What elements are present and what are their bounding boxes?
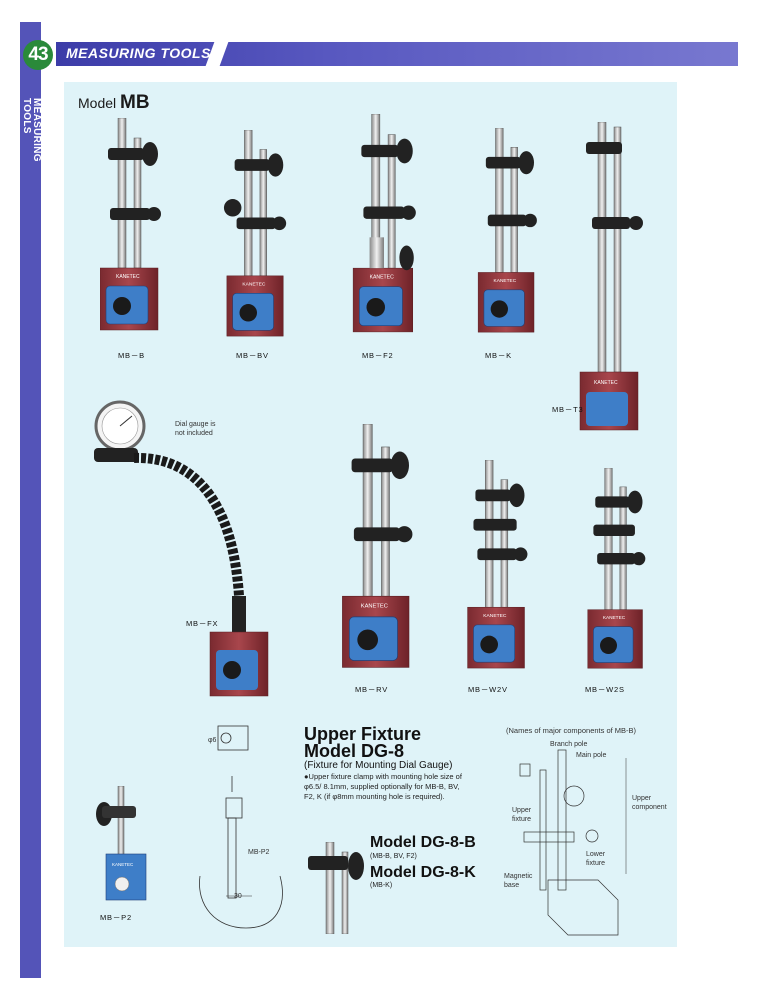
- header-bar: [56, 42, 738, 66]
- dim-30: 30: [234, 893, 242, 900]
- label-mb-t3: MB－T3: [552, 405, 584, 414]
- stand-mb-fx-image: [94, 400, 269, 697]
- dg8k-title: Model DG-8-K: [370, 864, 476, 881]
- label-mb-w2v: MB－W2V: [468, 685, 508, 694]
- stand-mb-w2v-image: KANETEC: [467, 460, 528, 669]
- dim-phi: φ6: [208, 737, 217, 744]
- base-brand: KANETEC: [483, 613, 507, 619]
- label-mb-b: MB－B: [118, 351, 145, 360]
- dim-mb-p2: MB-P2: [248, 849, 270, 856]
- dg8-fixture-image: [308, 842, 364, 934]
- label-branch-pole: Branch pole: [550, 741, 588, 748]
- dg8k-sub: (MB-K): [370, 882, 393, 889]
- stand-mb-rv-image: KANETEC: [342, 424, 414, 668]
- fixture-subtitle: (Fixture for Mounting Dial Gauge): [304, 760, 453, 771]
- label-mb-bv: MB－BV: [236, 351, 269, 360]
- model-title: Model MB: [78, 92, 150, 113]
- base-brand: KANETEC: [242, 282, 265, 288]
- base-brand: KANETEC: [594, 380, 618, 386]
- base-brand: KANETEC: [112, 862, 134, 867]
- base-brand: KANETEC: [370, 274, 395, 280]
- stand-mb-f2-image: KANETEC: [352, 114, 417, 333]
- base-brand: KANETEC: [603, 615, 626, 621]
- stand-mb-k-image: KANETEC: [477, 128, 538, 333]
- base-brand: KANETEC: [361, 604, 388, 610]
- fixture-description: ●Upper fixture clamp with mounting hole …: [304, 772, 462, 801]
- page-number-badge: 43: [23, 40, 53, 70]
- fixture-dimension-drawing: [199, 725, 283, 929]
- label-mb-p2: MB－P2: [100, 913, 132, 922]
- stand-mb-t3-image: KANETEC: [579, 122, 643, 431]
- components-heading: (Names of major components of MB-B): [506, 726, 637, 735]
- stand-mb-bv-image: KANETEC: [223, 130, 287, 337]
- label-mb-fx: MB－FX: [186, 619, 219, 628]
- label-main-pole: Main pole: [576, 752, 607, 759]
- stand-mb-b-image: KANETEC: [100, 118, 162, 331]
- header-title: MEASURING TOOLS: [66, 45, 211, 61]
- sidebar-strip: [20, 22, 41, 978]
- label-mb-w2s: MB－W2S: [585, 685, 625, 694]
- dg8b-title: Model DG-8-B: [370, 834, 476, 851]
- label-mb-rv: MB－RV: [355, 685, 389, 694]
- base-brand: KANETEC: [116, 274, 140, 280]
- base-brand: KANETEC: [494, 278, 517, 284]
- dg8b-sub: (MB-B, BV, F2): [370, 853, 417, 860]
- components-diagram: [519, 749, 627, 936]
- stand-mb-p2-image: KANETEC: [96, 786, 147, 901]
- stand-mb-w2s-image: KANETEC: [587, 468, 646, 669]
- label-mb-k: MB－K: [485, 351, 512, 360]
- sidebar-label: MEASURING TOOLS: [21, 98, 42, 162]
- label-mb-f2: MB－F2: [362, 351, 394, 360]
